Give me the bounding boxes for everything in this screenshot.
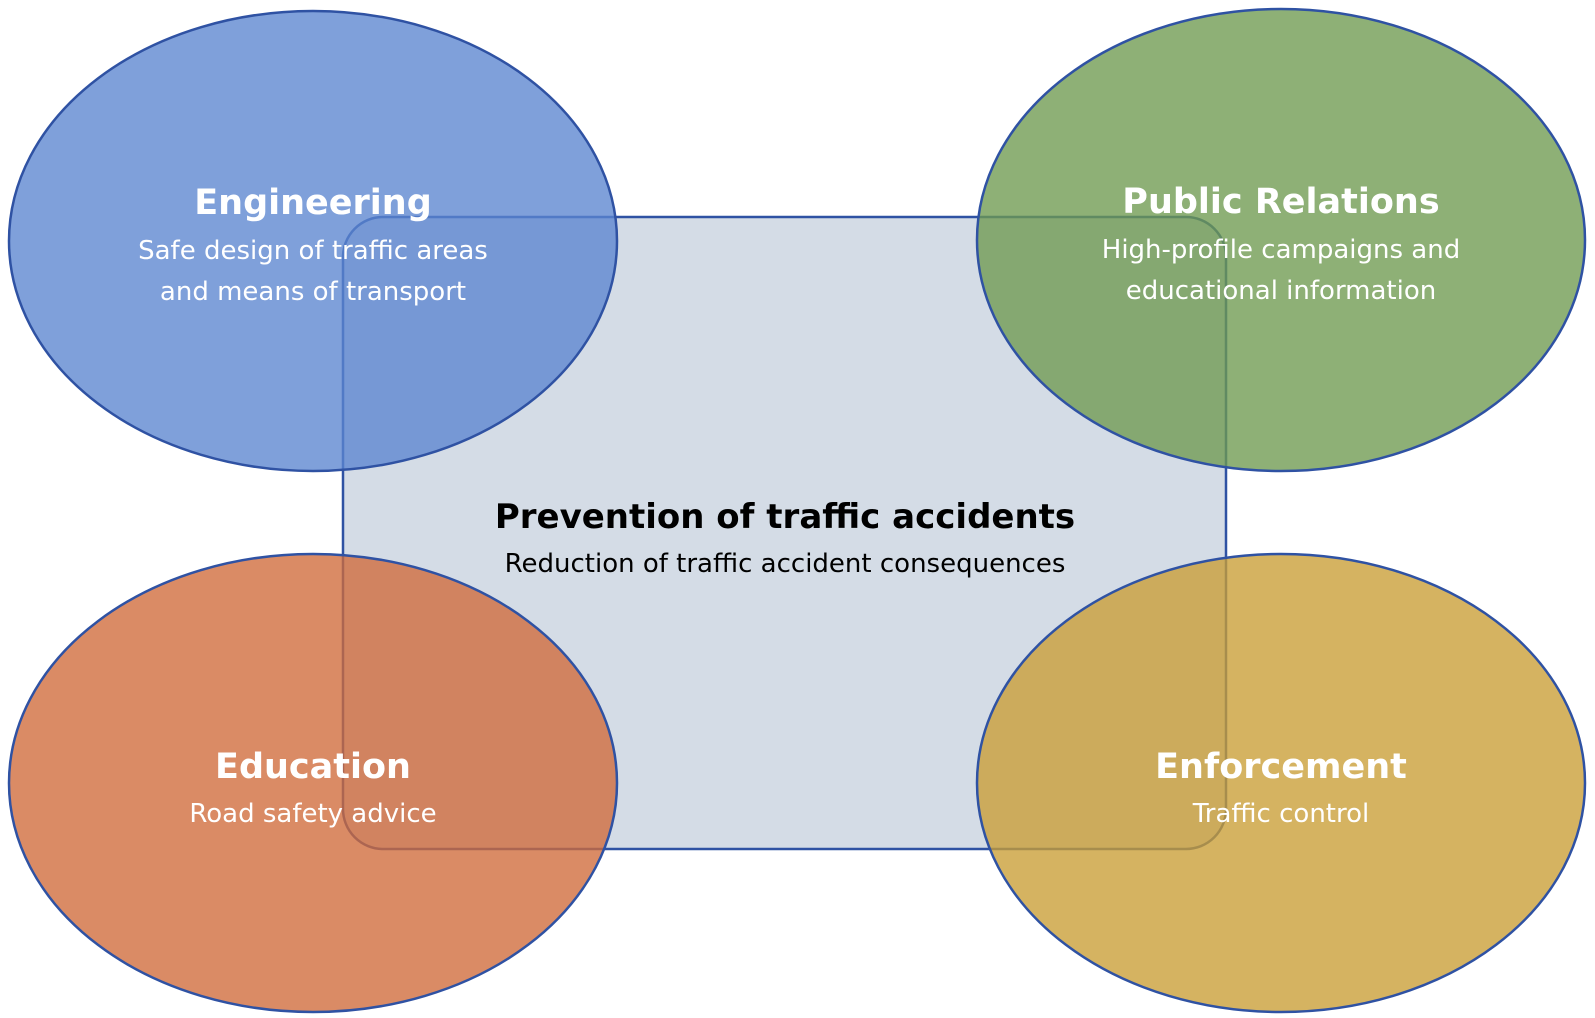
education-ellipse [7,552,619,1014]
public-relations-ellipse [975,7,1587,473]
education-desc-line1: Road safety advice [189,799,436,829]
center-subtitle: Reduction of traffic accident consequenc… [505,549,1066,579]
engineering-desc-line2: and means of transport [160,277,466,307]
public-relations-desc-line1: High-profile campaigns and [1102,235,1460,265]
enforcement-title: Enforcement [1155,747,1407,787]
engineering-ellipse [7,9,619,473]
enforcement-ellipse [975,552,1587,1014]
public-relations-desc-line2: educational information [1126,276,1437,306]
engineering-desc-line1: Safe design of traffic areas [138,236,488,266]
engineering-title: Engineering [194,183,432,223]
enforcement-desc-line1: Traffic control [1192,799,1370,829]
center-title: Prevention of traffic accidents [495,497,1075,537]
public-relations-title: Public Relations [1122,182,1439,222]
education-title: Education [215,747,411,787]
